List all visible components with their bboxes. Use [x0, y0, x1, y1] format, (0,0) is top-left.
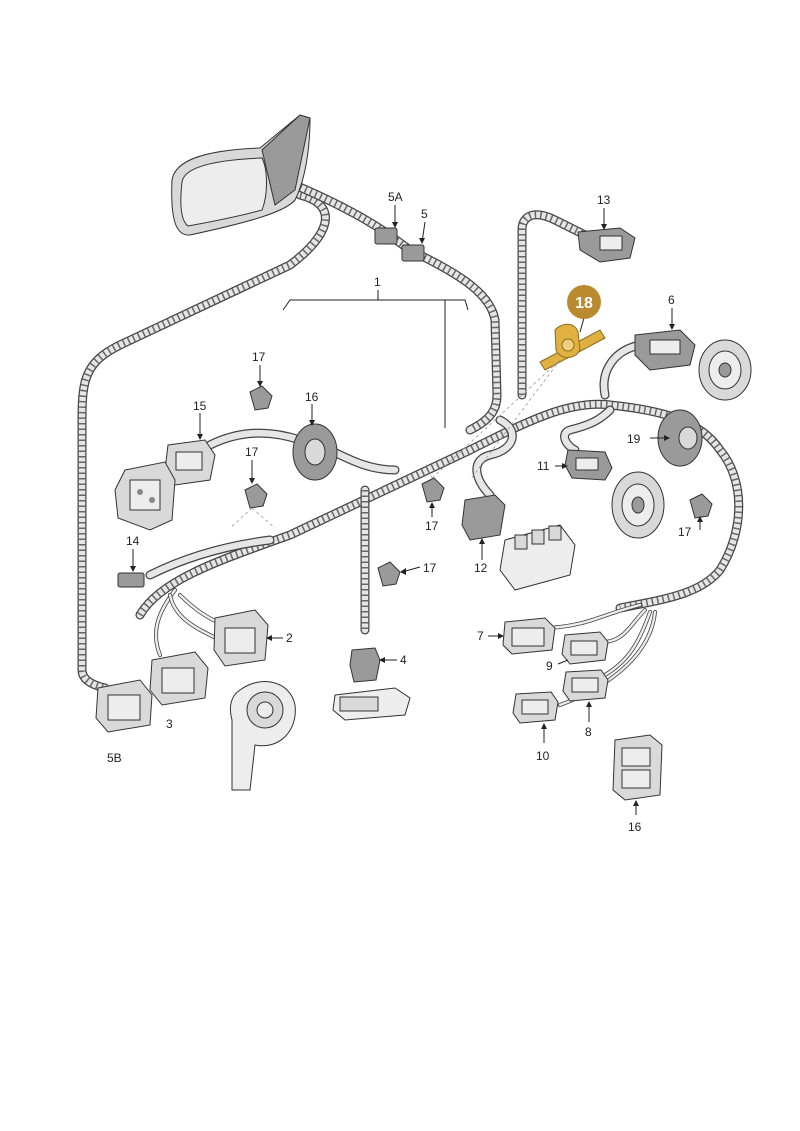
speaker-upper — [698, 339, 752, 401]
leader-lines — [130, 205, 703, 815]
label-2: 2 — [286, 631, 293, 645]
connector-5b — [95, 679, 153, 733]
label-5b: 5B — [107, 751, 122, 765]
connector-13 — [577, 227, 636, 263]
label-14: 14 — [126, 534, 140, 548]
side-mirror — [171, 114, 311, 236]
connector-14 — [117, 572, 145, 588]
label-17-lower: 17 — [423, 561, 437, 575]
clip-17-lower — [377, 561, 401, 587]
connector-5 — [401, 244, 425, 262]
window-motor — [229, 681, 296, 791]
label-10: 10 — [536, 749, 550, 763]
connector-9 — [561, 631, 609, 665]
label-17-mid-left: 17 — [245, 445, 259, 459]
label-12: 12 — [474, 561, 488, 575]
label-16-center: 16 — [305, 390, 319, 404]
label-1: 1 — [374, 275, 381, 289]
connector-5a — [374, 227, 398, 245]
label-18: 18 — [575, 295, 593, 312]
connector-7 — [502, 617, 556, 655]
clip-18-highlighted — [539, 323, 606, 371]
courtesy-lamp — [332, 687, 411, 721]
callout-labels: 1 5A 5 13 6 18 17 15 16 17 19 11 17 17 1… — [107, 190, 692, 834]
label-6: 6 — [668, 293, 675, 307]
label-17-top: 17 — [252, 350, 266, 364]
connector-16-bottom — [612, 734, 663, 801]
label-5: 5 — [421, 207, 428, 221]
clip-17-top — [249, 385, 273, 411]
connector-15 — [164, 439, 216, 486]
label-19: 19 — [627, 432, 641, 446]
badge-18: 18 — [567, 285, 601, 319]
grommet-19 — [657, 409, 703, 467]
connector-11 — [564, 449, 613, 481]
connector-6 — [634, 329, 696, 371]
label-15: 15 — [193, 399, 207, 413]
label-3: 3 — [166, 717, 173, 731]
label-16-bottom: 16 — [628, 820, 642, 834]
label-4: 4 — [400, 653, 407, 667]
label-7: 7 — [477, 629, 484, 643]
label-11: 11 — [537, 459, 550, 473]
speaker-lower — [611, 471, 665, 539]
door-lock-module — [114, 461, 176, 531]
connector-4 — [349, 647, 381, 683]
label-5a: 5A — [388, 190, 403, 204]
label-17-right: 17 — [678, 525, 692, 539]
clip-17-mid-left — [244, 483, 268, 509]
clip-17-right — [689, 493, 713, 519]
grommet-16-center — [292, 423, 338, 481]
label-9: 9 — [546, 659, 553, 673]
connector-10 — [512, 691, 559, 724]
label-17-center: 17 — [425, 519, 439, 533]
label-8: 8 — [585, 725, 592, 739]
connector-12 — [461, 494, 506, 541]
label-13: 13 — [597, 193, 611, 207]
clip-17-center — [421, 477, 445, 503]
connector-3 — [149, 651, 209, 706]
connector-2 — [213, 609, 269, 667]
switch-block — [499, 524, 576, 591]
connector-8 — [562, 669, 609, 702]
